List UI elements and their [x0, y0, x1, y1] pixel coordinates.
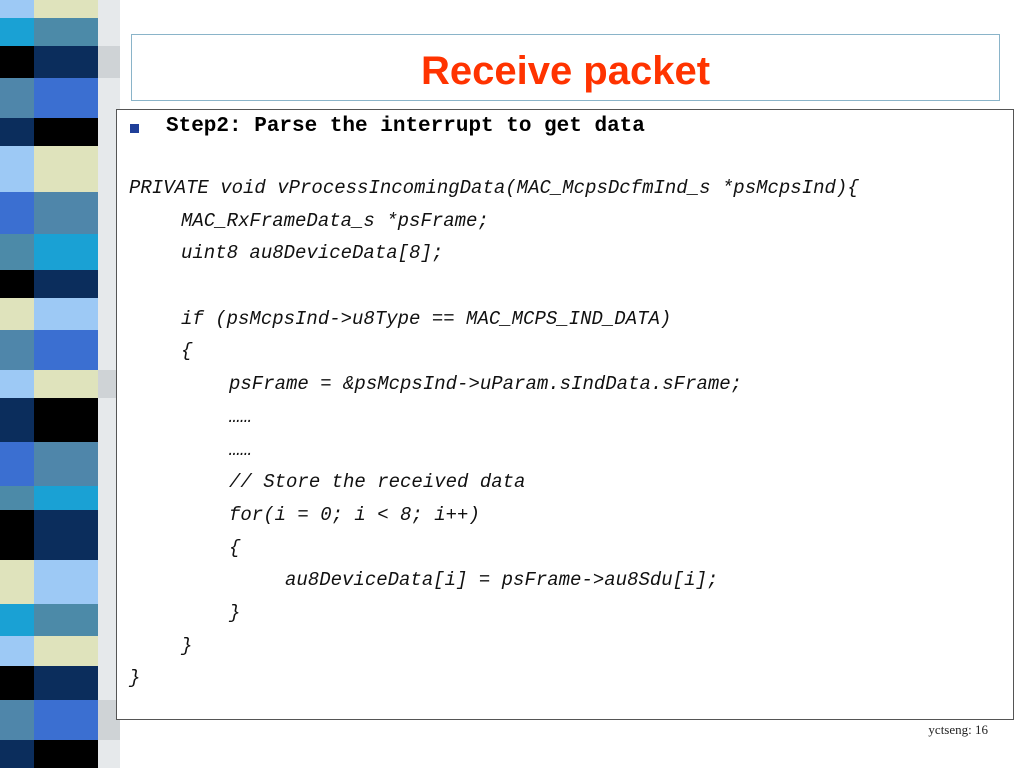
stripe-segment — [34, 604, 98, 636]
stripe-segment — [34, 486, 98, 510]
code-line — [129, 270, 859, 303]
stripe-segment — [98, 46, 120, 78]
stripe-segment — [0, 234, 34, 270]
stripe-segment — [34, 270, 98, 298]
stripe-segment — [98, 0, 120, 18]
stripe-segment — [34, 636, 98, 666]
stripe-segment — [34, 510, 98, 560]
stripe-segment — [34, 560, 98, 604]
stripe-segment — [0, 0, 34, 18]
stripe-segment — [98, 636, 120, 666]
stripe-segment — [98, 18, 120, 46]
stripe-segment — [0, 666, 34, 700]
stripe-segment — [34, 370, 98, 398]
stripe-segment — [0, 118, 34, 146]
stripe-segment — [34, 398, 98, 442]
code-line: for(i = 0; i < 8; i++) — [229, 503, 480, 526]
stripe-segment — [34, 118, 98, 146]
stripe-segment — [98, 146, 120, 192]
decorative-stripe-bar — [0, 0, 120, 768]
stripe-segment — [34, 192, 98, 234]
stripe-segment — [0, 330, 34, 370]
stripe-segment — [98, 192, 120, 234]
stripe-segment — [34, 740, 98, 768]
code-line: psFrame = &psMcpsInd->uParam.sIndData.sF… — [229, 373, 743, 396]
stripe-segment — [0, 398, 34, 442]
stripe-segment — [0, 370, 34, 398]
stripe-segment — [0, 18, 34, 46]
content-box: Step2: Parse the interrupt to get data P… — [116, 109, 1014, 720]
slide-footer: yctseng: 16 — [928, 722, 988, 737]
stripe-segment — [34, 298, 98, 330]
stripe-segment — [34, 0, 98, 18]
stripe-segment — [0, 442, 34, 486]
stripe-segment — [34, 700, 98, 740]
code-line: MAC_RxFrameData_s *psFrame; — [181, 209, 489, 232]
stripe-segment — [34, 234, 98, 270]
stripe-segment — [98, 298, 120, 330]
stripe-segment — [0, 270, 34, 298]
code-line: } — [229, 601, 241, 624]
code-line: if (psMcpsInd->u8Type == MAC_MCPS_IND_DA… — [181, 307, 672, 330]
stripe-segment — [0, 146, 34, 192]
code-line: // Store the received data — [229, 471, 526, 494]
stripe-segment — [0, 740, 34, 768]
code-line: { — [181, 340, 193, 363]
stripe-segment — [34, 442, 98, 486]
stripe-segment — [34, 78, 98, 118]
stripe-segment — [0, 78, 34, 118]
stripe-segment — [0, 510, 34, 560]
stripe-segment — [98, 442, 120, 486]
stripe-segment — [98, 234, 120, 270]
stripe-segment — [98, 700, 120, 740]
stripe-segment — [0, 298, 34, 330]
stripe-segment — [0, 700, 34, 740]
stripe-segment — [34, 330, 98, 370]
stripe-segment — [0, 560, 34, 604]
stripe-segment — [34, 18, 98, 46]
slide-title: Receive packet — [420, 49, 711, 93]
stripe-segment — [98, 510, 120, 560]
stripe-segment — [98, 118, 120, 146]
stripe-segment — [34, 666, 98, 700]
code-line: } — [129, 667, 141, 690]
square-bullet-icon — [130, 124, 139, 133]
stripe-segment — [0, 46, 34, 78]
stripe-segment — [0, 636, 34, 666]
code-line: uint8 au8DeviceData[8]; — [181, 242, 444, 265]
code-line: …… — [229, 405, 252, 428]
code-line: } — [181, 634, 193, 657]
stripe-segment — [98, 398, 120, 442]
stripe-segment — [0, 486, 34, 510]
code-line: …… — [229, 438, 252, 461]
code-line: { — [229, 536, 241, 559]
code-line: PRIVATE void vProcessIncomingData(MAC_Mc… — [129, 177, 859, 199]
stripe-segment — [0, 192, 34, 234]
step-heading: Step2: Parse the interrupt to get data — [166, 115, 645, 138]
stripe-segment — [98, 270, 120, 298]
stripe-segment — [98, 666, 120, 700]
stripe-segment — [98, 740, 120, 768]
title-box: Receive packet — [131, 34, 1000, 101]
stripe-segment — [98, 78, 120, 118]
stripe-segment — [0, 604, 34, 636]
code-line: au8DeviceData[i] = psFrame->au8Sdu[i]; — [285, 569, 719, 592]
stripe-segment — [98, 560, 120, 604]
stripe-segment — [98, 370, 120, 398]
stripe-segment — [34, 146, 98, 192]
stripe-segment — [34, 46, 98, 78]
code-block: PRIVATE void vProcessIncomingData(MAC_Mc… — [129, 172, 859, 695]
stripe-segment — [98, 486, 120, 510]
stripe-segment — [98, 604, 120, 636]
stripe-segment — [98, 330, 120, 370]
